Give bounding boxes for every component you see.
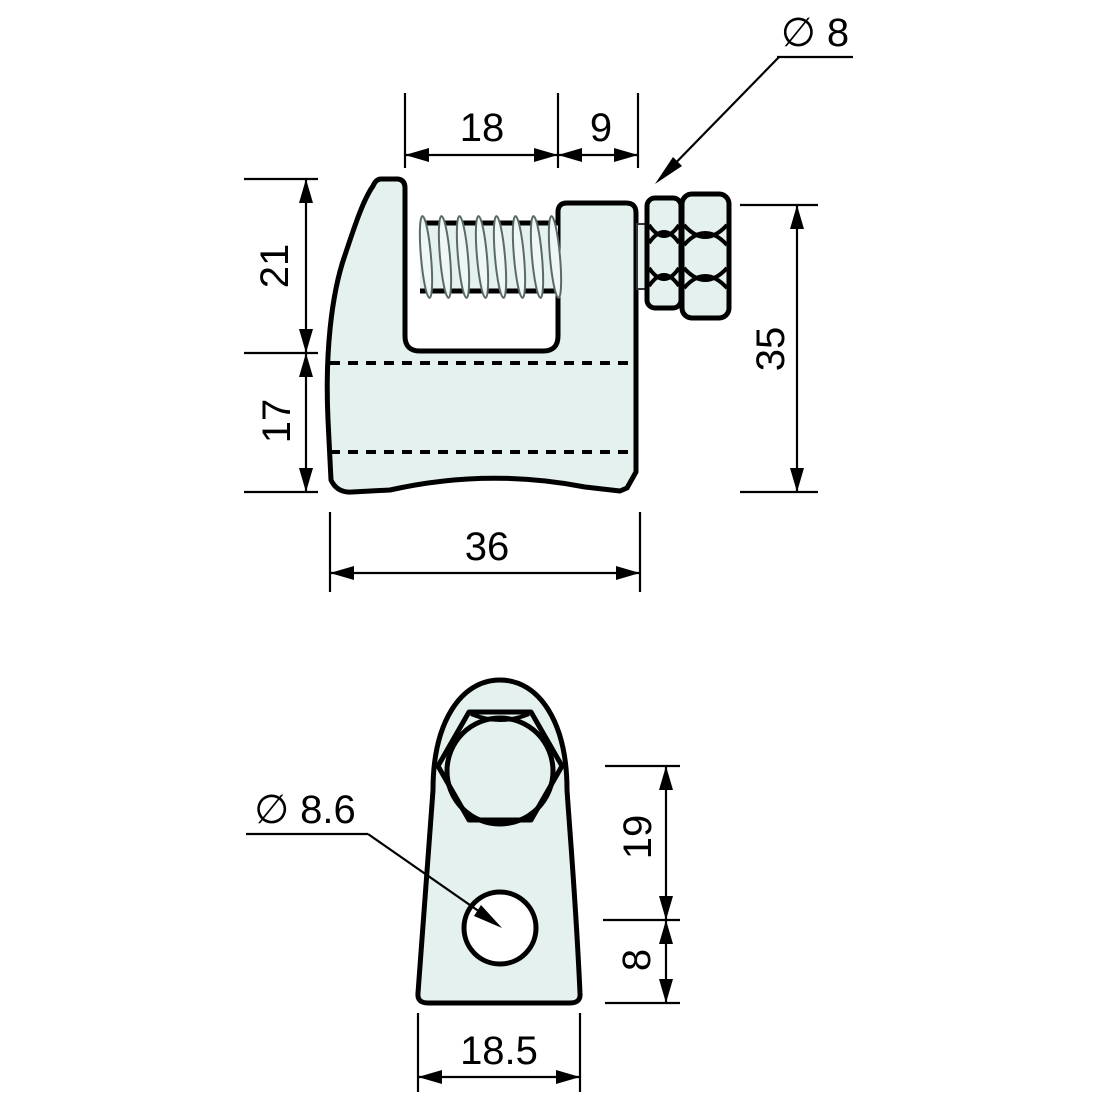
dim-label-opening-width: 18: [460, 106, 505, 150]
nut-facet-line: [682, 274, 729, 290]
thread-ridge: [529, 215, 545, 299]
hex-nut-outer: [679, 191, 732, 321]
arrowhead: [534, 148, 558, 162]
nut-facet-line: [647, 230, 681, 245]
arrowhead: [405, 148, 429, 162]
dimension-left-heights: [244, 177, 318, 494]
dimension-overall-height: [740, 203, 818, 494]
thread-ridge: [455, 215, 471, 299]
nut-facet-line: [682, 266, 729, 282]
arrowhead: [659, 979, 673, 1003]
leader-arrowhead: [655, 157, 682, 184]
nut-hexagon: [435, 709, 565, 823]
arrowhead: [299, 179, 313, 203]
mounting-hole: [461, 889, 539, 967]
dim-label-base-width: 18.5: [460, 1029, 538, 1073]
arrowhead: [418, 1070, 442, 1084]
dimension-right-heights: [603, 764, 680, 1005]
thread-ridge: [474, 215, 490, 299]
nut-facet-line: [682, 231, 729, 247]
dim-label-head-width: 9: [590, 106, 612, 150]
arrowhead: [790, 205, 804, 229]
dim-label-nut-to-hole: 19: [616, 815, 660, 860]
dim-label-overall-height: 35: [749, 327, 793, 372]
threaded-bolt: [418, 215, 563, 299]
thread-ridge: [437, 215, 453, 299]
arrowhead: [330, 566, 354, 580]
dim-label-throat-depth: 21: [253, 244, 297, 289]
nut-facet-line: [647, 273, 681, 288]
arrowhead: [614, 148, 638, 162]
thread-ridge: [418, 215, 434, 299]
thread-ridge: [547, 215, 563, 299]
arrowhead: [659, 896, 673, 920]
dim-label-jaw-height: 17: [255, 399, 299, 444]
arrowhead: [659, 766, 673, 790]
hex-nut-inner: [644, 195, 684, 311]
front-view: ∅ 8.6 19 8 18.5: [246, 677, 680, 1092]
arrowhead: [790, 468, 804, 492]
nut-facet-line: [647, 266, 681, 281]
nut-facet-line: [682, 223, 729, 239]
leader-hole-diameter: ∅ 8.6: [246, 788, 502, 928]
dimension-base-width: [416, 1013, 582, 1092]
callout-bolt-diameter: ∅ 8: [781, 11, 849, 55]
arrowhead: [616, 566, 640, 580]
side-view: 18 9 21 17 35: [244, 11, 853, 592]
thread-ridge: [492, 215, 508, 299]
arrowhead: [299, 468, 313, 492]
arrowhead: [558, 148, 582, 162]
bracket-body-outline: [415, 677, 583, 1006]
arrowhead: [659, 920, 673, 944]
hex-nut-front: [435, 709, 565, 827]
callout-hole-diameter: ∅ 8.6: [254, 788, 356, 832]
dim-label-overall-width: 36: [465, 525, 510, 569]
thread-ridge: [511, 215, 527, 299]
leader-arrowhead: [474, 905, 502, 928]
dimension-head-width: [558, 93, 640, 168]
leader-bolt-diameter: ∅ 8: [655, 11, 853, 184]
dim-label-hole-to-base: 8: [615, 949, 659, 971]
arrowhead: [299, 329, 313, 353]
thread-ridges: [418, 215, 563, 299]
dimension-overall-width: [328, 512, 642, 592]
nut-chamfer-circle: [444, 715, 556, 827]
nut-facet-line: [647, 223, 681, 238]
arrowhead: [556, 1070, 580, 1084]
arrowhead: [299, 353, 313, 377]
